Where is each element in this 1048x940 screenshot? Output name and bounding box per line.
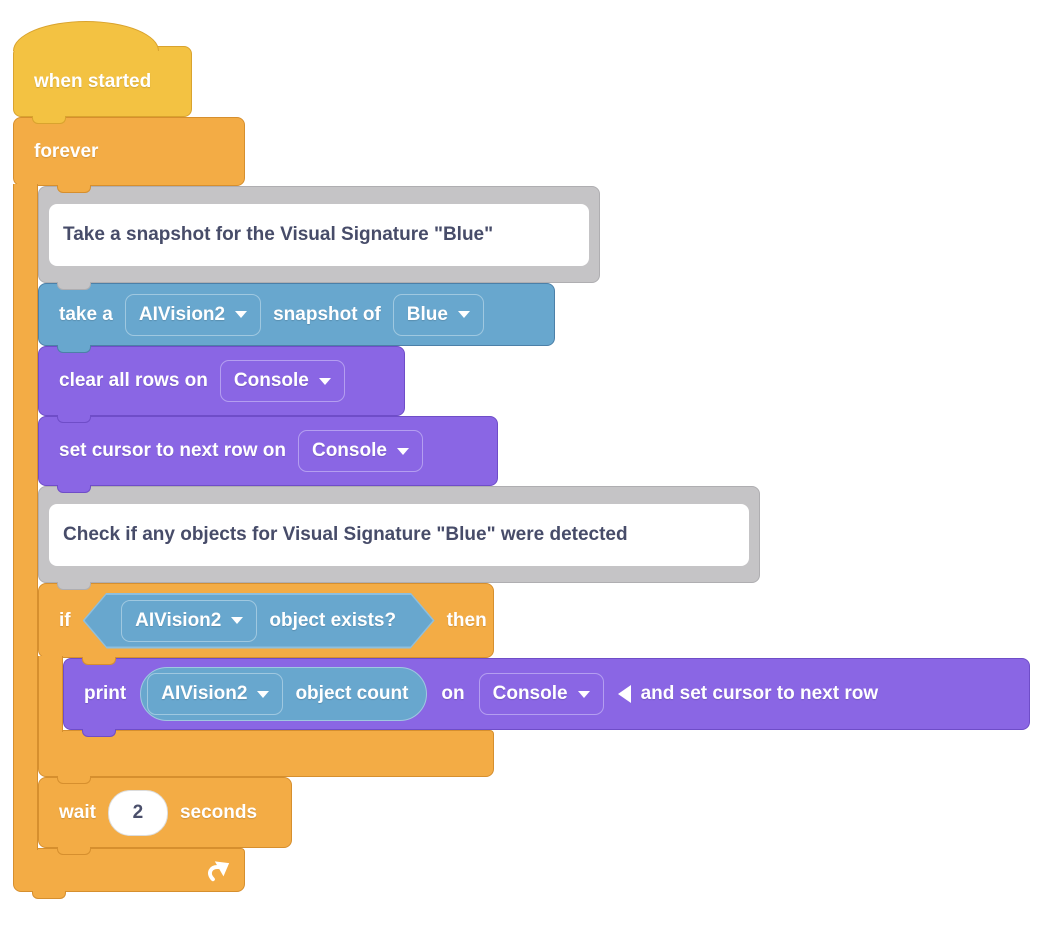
comment-block-snapshot[interactable]: Take a snapshot for the Visual Signature… (38, 186, 600, 290)
then-label: then (446, 609, 487, 631)
forever-loop-arm (13, 184, 38, 850)
object-exists-condition[interactable]: AIVision2 object exists? (83, 593, 435, 649)
comment-block-check[interactable]: Check if any objects for Visual Signatur… (38, 486, 760, 590)
comment-text[interactable]: Take a snapshot for the Visual Signature… (49, 203, 589, 266)
print-target-dropdown[interactable]: Console (478, 673, 604, 715)
object-count-label: object count (295, 683, 409, 704)
object-exists-label: object exists? (269, 609, 397, 631)
take-a-label: take a (59, 303, 113, 325)
print-block[interactable]: print AIVision2 object count on Console … (63, 658, 1030, 737)
dropdown-caret-icon (457, 311, 470, 318)
object-count-reporter[interactable]: AIVision2 object count (140, 667, 428, 721)
wait-seconds-input[interactable]: 2 (107, 789, 168, 836)
signature-dropdown[interactable]: Blue (392, 293, 484, 336)
if-block[interactable]: if AIVision2 object exists? then (38, 583, 494, 665)
forever-label: forever (34, 140, 99, 162)
dropdown-caret-icon (257, 690, 270, 698)
collapse-icon[interactable] (617, 685, 631, 703)
if-block-arm (38, 656, 63, 732)
camera-dropdown[interactable]: AIVision2 (124, 293, 262, 336)
dropdown-caret-icon (231, 617, 244, 624)
forever-loop-footer[interactable] (13, 848, 245, 899)
dropdown-caret-icon (577, 690, 590, 698)
clear-target-dropdown[interactable]: Console (219, 360, 345, 402)
clear-rows-label: clear all rows on (59, 370, 208, 391)
condition-camera-dropdown[interactable]: AIVision2 (121, 599, 258, 642)
dropdown-caret-icon (396, 447, 409, 455)
dropdown-caret-icon (318, 377, 331, 385)
cursor-target-dropdown[interactable]: Console (297, 430, 423, 472)
snapshot-of-label: snapshot of (273, 303, 381, 325)
set-cursor-label: set cursor to next row on (59, 440, 286, 461)
clear-rows-block[interactable]: clear all rows on Console (38, 346, 405, 423)
wait-block[interactable]: wait 2 seconds (38, 777, 292, 855)
print-label: print (84, 683, 127, 704)
seconds-label: seconds (179, 801, 258, 823)
if-label: if (59, 609, 71, 631)
loop-arrow-icon (208, 861, 230, 882)
set-cursor-suffix-label: and set cursor to next row (640, 683, 879, 704)
hat-dome (13, 21, 159, 51)
take-snapshot-block[interactable]: take a AIVision2 snapshot of Blue (38, 283, 555, 353)
on-label: on (441, 683, 465, 704)
reporter-camera-dropdown[interactable]: AIVision2 (147, 673, 284, 715)
hexagon-fill (85, 595, 433, 647)
forever-block[interactable]: forever (13, 117, 245, 193)
set-cursor-block[interactable]: set cursor to next row on Console (38, 416, 498, 493)
if-block-footer[interactable] (38, 730, 494, 784)
wait-label: wait (59, 801, 96, 823)
dropdown-caret-icon (235, 311, 248, 318)
when-started-block[interactable]: when started (13, 46, 192, 124)
comment-text[interactable]: Check if any objects for Visual Signatur… (49, 503, 749, 566)
when-started-label: when started (34, 70, 152, 92)
